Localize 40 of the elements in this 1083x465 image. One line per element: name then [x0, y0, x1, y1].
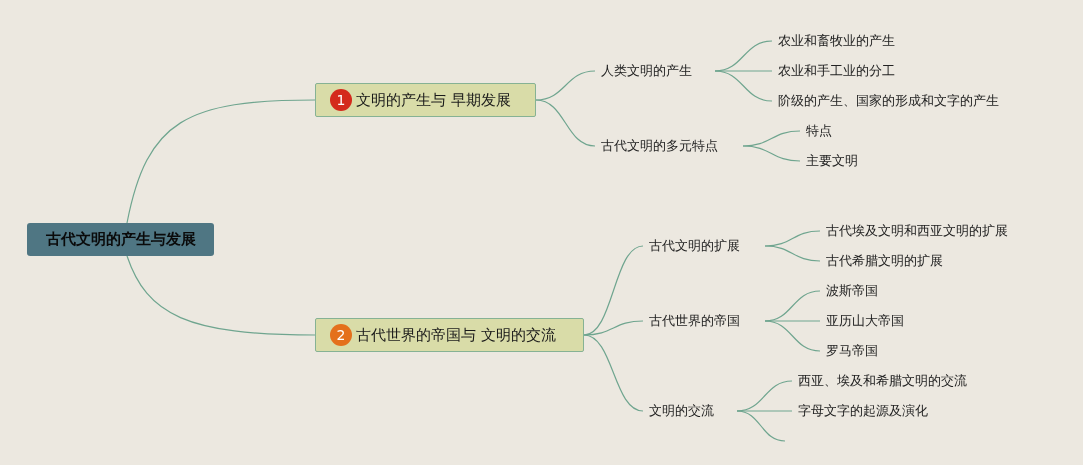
number-badge: 1 [330, 89, 352, 111]
root-box: 古代文明的产生与发展 [27, 223, 214, 256]
connector-line [583, 320, 644, 336]
topic-label: 人类文明的产生 [595, 60, 715, 82]
topic-label: 主要文明 [800, 150, 880, 172]
topic-label: 农业和手工业的分工 [772, 60, 932, 82]
connector-line [714, 70, 773, 102]
connector-line [764, 320, 821, 322]
connector-line [742, 130, 801, 147]
connector-line [764, 320, 821, 352]
topic-label: 波斯帝国 [820, 280, 900, 302]
topic-title: 文明的产生与 早期发展 [356, 90, 511, 110]
topic-label: 古代世界的帝国 [643, 310, 765, 332]
connector-line [535, 99, 596, 147]
connector-line [126, 99, 316, 224]
connector-line [583, 334, 644, 412]
topic-title: 古代世界的帝国与 文明的交流 [356, 325, 556, 345]
topic-label: 特点 [800, 120, 860, 142]
connector-line [742, 145, 801, 162]
connector-line [714, 70, 773, 72]
connector-line [736, 410, 786, 442]
topic-label: 阶级的产生、国家的形成和文字的产生 [772, 90, 1032, 112]
topic-label: 古代埃及文明和西亚文明的扩展 [820, 220, 1040, 242]
number-badge: 2 [330, 324, 352, 346]
topic-box [315, 83, 536, 117]
topic-label: 古代文明的多元特点 [595, 135, 743, 157]
topic-label: 罗马帝国 [820, 340, 900, 362]
connector-line [535, 70, 596, 101]
topic-label: 亚历山大帝国 [820, 310, 930, 332]
connector-line [736, 410, 793, 412]
topic-label: 古代希腊文明的扩展 [820, 250, 970, 272]
topic-label: 古代文明的扩展 [643, 235, 765, 257]
topic-label: 字母文字的起源及演化 [792, 400, 972, 422]
topic-box [315, 318, 584, 352]
topic-label: 文明的交流 [643, 400, 737, 422]
topic-label: 农业和畜牧业的产生 [772, 30, 932, 52]
connector-line [764, 230, 821, 247]
connector-line [126, 255, 316, 336]
connector-line [764, 245, 821, 262]
topic-label: 西亚、埃及和希腊文明的交流 [792, 370, 1022, 392]
